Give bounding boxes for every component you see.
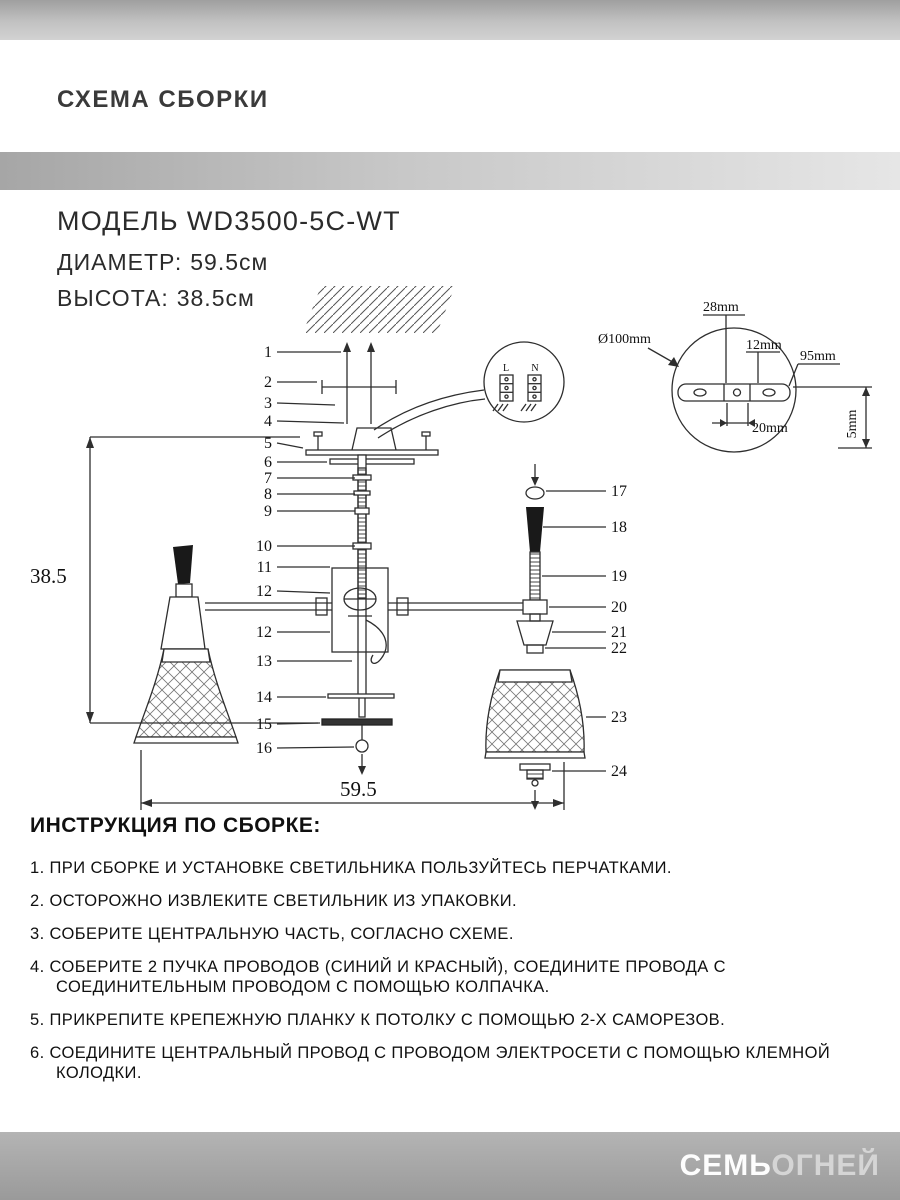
canopy bbox=[305, 427, 439, 465]
diameter-label: ДИАМЕТР: bbox=[57, 249, 183, 275]
height-dim-label: 38.5 bbox=[30, 564, 67, 588]
part-number: 22 bbox=[611, 640, 627, 657]
part-number: 11 bbox=[257, 559, 272, 576]
lower-column bbox=[321, 693, 395, 775]
part-number: 20 bbox=[611, 599, 627, 616]
terminal-callout: L N bbox=[483, 341, 565, 423]
divider-band bbox=[0, 152, 900, 190]
page-title: СХЕМА СБОРКИ bbox=[57, 86, 269, 113]
terminal-label-n: N bbox=[531, 363, 538, 374]
instruction-item: 3. СОБЕРИТЕ ЦЕНТРАЛЬНУЮ ЧАСТЬ, СОГЛАСНО … bbox=[30, 925, 514, 943]
instruction-item: 2. ОСТОРОЖНО ИЗВЛЕКИТЕ СВЕТИЛЬНИК ИЗ УПА… bbox=[30, 892, 517, 910]
instruction-item: 4. СОБЕРИТЕ 2 ПУЧКА ПРОВОДОВ (СИНИЙ И КР… bbox=[30, 958, 726, 996]
brand-text-bold: СЕМЬ bbox=[679, 1149, 772, 1182]
brand-logo: СЕМЬОГНЕЙ bbox=[680, 1149, 880, 1183]
dim-12mm: 12mm bbox=[746, 338, 782, 353]
width-dim-label: 59.5 bbox=[340, 777, 377, 801]
instructions-section: ИНСТРУКЦИЯ ПО СБОРКЕ: 1. ПРИ СБОРКЕ И УС… bbox=[30, 814, 858, 1096]
part-number: 23 bbox=[611, 709, 627, 726]
part-number: 13 bbox=[256, 653, 272, 670]
part-number: 14 bbox=[256, 689, 272, 706]
part-number: 24 bbox=[611, 763, 627, 780]
width-dimension: 59.5 bbox=[140, 750, 565, 810]
part-number: 5 bbox=[264, 435, 272, 452]
part-number: 6 bbox=[264, 454, 272, 471]
part-number: 4 bbox=[264, 413, 272, 430]
part-number: 2 bbox=[264, 374, 272, 391]
diameter-value: 59.5см bbox=[190, 249, 269, 275]
dim-95mm: 95mm bbox=[800, 349, 836, 364]
part-number: 15 bbox=[256, 716, 272, 733]
terminal-label-l: L bbox=[503, 363, 509, 374]
instruction-item: 5. ПРИКРЕПИТЕ КРЕПЕЖНУЮ ПЛАНКУ К ПОТОЛКУ… bbox=[30, 1011, 726, 1029]
part-number: 18 bbox=[611, 519, 627, 536]
mounting-strap bbox=[321, 380, 397, 394]
bracket-dimensions: Ø100mm 28mm 12mm 95mm 20mm bbox=[598, 300, 872, 449]
bracket-detail bbox=[671, 327, 797, 453]
dim-28mm: 28mm bbox=[703, 300, 739, 315]
height-line: ВЫСОТА: 38.5см bbox=[57, 285, 409, 312]
part-number: 12 bbox=[256, 583, 272, 600]
part-number: 8 bbox=[264, 486, 272, 503]
left-lamp bbox=[133, 545, 239, 744]
model-label: МОДЕЛЬ bbox=[57, 206, 179, 236]
part-number: 17 bbox=[611, 483, 627, 500]
arms bbox=[205, 597, 523, 616]
instruction-item: 6. СОЕДИНИТЕ ЦЕНТРАЛЬНЫЙ ПРОВОД С ПРОВОД… bbox=[30, 1044, 831, 1082]
footer: СЕМЬОГНЕЙ bbox=[0, 1132, 900, 1200]
diameter-line: ДИАМЕТР: 59.5см bbox=[57, 249, 409, 276]
instruction-item: 1. ПРИ СБОРКЕ И УСТАНОВКЕ СВЕТИЛЬНИКА ПО… bbox=[30, 859, 672, 877]
height-value: 38.5см bbox=[176, 285, 255, 311]
part-number: 9 bbox=[264, 503, 272, 520]
mounting-screw-arrows bbox=[343, 342, 375, 424]
height-dimension: 38.5 bbox=[30, 436, 318, 724]
dim-d100: Ø100mm bbox=[598, 332, 651, 347]
model-value: WD3500-5C-WT bbox=[186, 206, 401, 236]
dim-5mm: 5mm bbox=[845, 410, 860, 439]
part-number: 10 bbox=[256, 538, 272, 555]
brand-text-light: ОГНЕЙ bbox=[771, 1149, 880, 1182]
right-lamp bbox=[484, 464, 586, 810]
part-number: 19 bbox=[611, 568, 627, 585]
wires bbox=[373, 389, 486, 439]
instructions-title: ИНСТРУКЦИЯ ПО СБОРКЕ: bbox=[30, 814, 321, 837]
top-band bbox=[0, 0, 900, 40]
assembly-diagram: L N bbox=[0, 268, 900, 813]
part-number: 1 bbox=[264, 344, 272, 361]
part-labels-left: 1 2 3 4 5 6 7 8 9 10 11 12 12 13 14 15 1… bbox=[256, 344, 355, 757]
part-labels-right: 17 18 19 20 21 22 23 24 bbox=[542, 483, 627, 780]
central-rod bbox=[352, 454, 372, 696]
part-number: 3 bbox=[264, 395, 272, 412]
part-number: 12 bbox=[256, 624, 272, 641]
part-number: 7 bbox=[264, 470, 272, 487]
dim-20mm: 20mm bbox=[752, 421, 788, 436]
height-label: ВЫСОТА: bbox=[57, 285, 169, 311]
part-number: 21 bbox=[611, 624, 627, 641]
ceiling-hatch bbox=[303, 286, 455, 333]
part-number: 16 bbox=[256, 740, 272, 757]
